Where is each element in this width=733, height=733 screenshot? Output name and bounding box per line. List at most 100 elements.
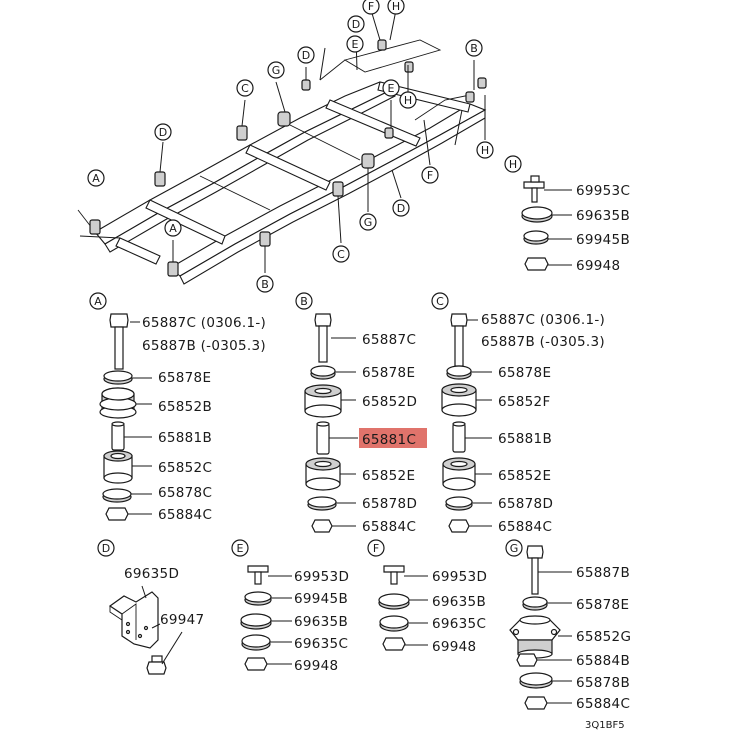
frame-callout-letter: H xyxy=(392,0,400,13)
frame-callout-circle xyxy=(382,79,400,97)
engine-mount-icon xyxy=(509,615,561,659)
group-f: F 69953D 69635B 69635C 69948 xyxy=(367,539,487,655)
part-label: 65887C (0306.1-) xyxy=(481,312,605,328)
part-label: 69635C xyxy=(294,636,348,652)
group-c: C 65887C (0306.1-) 65887B (-0305.3) 6587… xyxy=(431,292,605,535)
part-label: 65852E xyxy=(362,468,415,484)
part-label: 65878C xyxy=(158,485,212,501)
bolt-shank-icon xyxy=(114,326,124,370)
chassis-frame-illustration xyxy=(77,39,487,285)
nut-icon xyxy=(516,653,538,667)
group-d-callout xyxy=(97,539,115,557)
part-label: 65887C xyxy=(362,332,416,348)
group-b-letter: B xyxy=(300,295,308,308)
part-label: 69635C xyxy=(432,616,486,632)
part-label: 65878E xyxy=(498,365,551,381)
part-label: 65852D xyxy=(362,394,417,410)
bracket-icon xyxy=(108,591,159,649)
bolt-head-icon xyxy=(450,313,468,327)
part-label: 69635B xyxy=(432,594,486,610)
nut-icon xyxy=(524,257,549,271)
bolt-head-icon xyxy=(109,313,129,328)
group-g-callout xyxy=(505,539,523,557)
frame-callout-circle xyxy=(421,166,439,184)
part-label: 65887B xyxy=(576,565,630,581)
bolt-shank-icon xyxy=(531,557,539,595)
part-label: 69635B xyxy=(576,208,630,224)
frame-callout-circle xyxy=(359,213,377,231)
group-c-callout xyxy=(431,292,449,310)
part-label: 65878E xyxy=(362,365,415,381)
frame-callout-letter: G xyxy=(364,216,373,229)
bushing-icon xyxy=(304,384,342,418)
group-a-callout xyxy=(89,292,107,310)
group-e: E 69953D 69945B 69635B 69635C 69948 xyxy=(231,539,349,674)
part-label: 65878B xyxy=(576,675,630,691)
bolt-icon xyxy=(146,655,167,675)
bushing-icon xyxy=(103,450,133,484)
group-g: G 65887B 65878E 65852G 65884B 65878B 658… xyxy=(505,539,631,712)
part-label: 65884C xyxy=(498,519,552,535)
part-label: 65887B (-0305.3) xyxy=(481,334,605,350)
frame-callout-circle xyxy=(256,275,274,293)
diagram-code: 3Q1BF5 xyxy=(585,720,625,731)
bolt-head-icon xyxy=(314,313,332,327)
part-label: 65852E xyxy=(498,468,551,484)
group-c-letter: C xyxy=(436,295,444,308)
frame-callout-letter: B xyxy=(261,278,269,291)
nut-icon xyxy=(524,696,548,710)
group-g-letter: G xyxy=(510,542,519,555)
group-f-letter: F xyxy=(373,542,379,555)
nut-icon xyxy=(448,519,470,533)
sleeve-icon xyxy=(452,423,466,453)
frame-callout-circle xyxy=(87,169,105,187)
nut-icon xyxy=(311,519,333,533)
part-label: 65881B xyxy=(158,430,212,446)
group-b-callout xyxy=(295,292,313,310)
part-label: 65887B (-0305.3) xyxy=(142,338,266,354)
part-label: 69953D xyxy=(432,569,487,585)
bushing-icon xyxy=(441,383,477,417)
frame-callout-letter: A xyxy=(169,222,177,235)
frame-callout-leaders xyxy=(159,9,486,273)
part-label: 69953D xyxy=(294,569,349,585)
frame-callout-letter: A xyxy=(92,172,100,185)
bushing-icon xyxy=(305,457,341,491)
part-label: 69948 xyxy=(432,639,476,655)
part-label: 65887C (0306.1-) xyxy=(142,315,266,331)
part-label: 65884C xyxy=(362,519,416,535)
bolt-head-icon xyxy=(526,545,544,559)
nut-icon xyxy=(105,507,129,521)
frame-callout-circle xyxy=(297,46,315,64)
frame-callout-letter: C xyxy=(337,248,345,261)
part-label: 65852F xyxy=(498,394,551,410)
bushing-icon xyxy=(99,387,137,419)
frame-callout-letter: H xyxy=(404,94,412,107)
part-label: 65852G xyxy=(576,629,631,645)
frame-callout-circle xyxy=(347,15,365,33)
part-label: 65852B xyxy=(158,399,212,415)
frame-callout-circle xyxy=(346,35,364,53)
part-label: 65852C xyxy=(158,460,212,476)
part-label: 65884C xyxy=(158,507,212,523)
frame-callout-letter: G xyxy=(272,64,281,77)
frame-callout-letter: E xyxy=(352,38,359,51)
sleeve-icon xyxy=(316,423,330,455)
frame-callout-circle xyxy=(164,219,182,237)
bushing-icon xyxy=(442,457,476,491)
group-f-callout xyxy=(367,539,385,557)
frame-callout-circle xyxy=(392,199,410,217)
group-b: B 65887C 65878E 65852D 65881C 65852E xyxy=(295,292,427,535)
frame-callout-circle xyxy=(387,0,405,15)
part-label: 65884C xyxy=(576,696,630,712)
frame-callout-letter: H xyxy=(481,144,489,157)
frame-callout-letter: D xyxy=(159,126,167,139)
sleeve-icon xyxy=(111,423,125,451)
frame-callout-circle xyxy=(399,91,417,109)
part-label: 65878E xyxy=(158,370,211,386)
group-a-letter: A xyxy=(94,295,102,308)
bolt-shank-icon xyxy=(318,325,328,363)
frame-callout-circle xyxy=(154,123,172,141)
frame-callout-letter: F xyxy=(427,169,433,182)
